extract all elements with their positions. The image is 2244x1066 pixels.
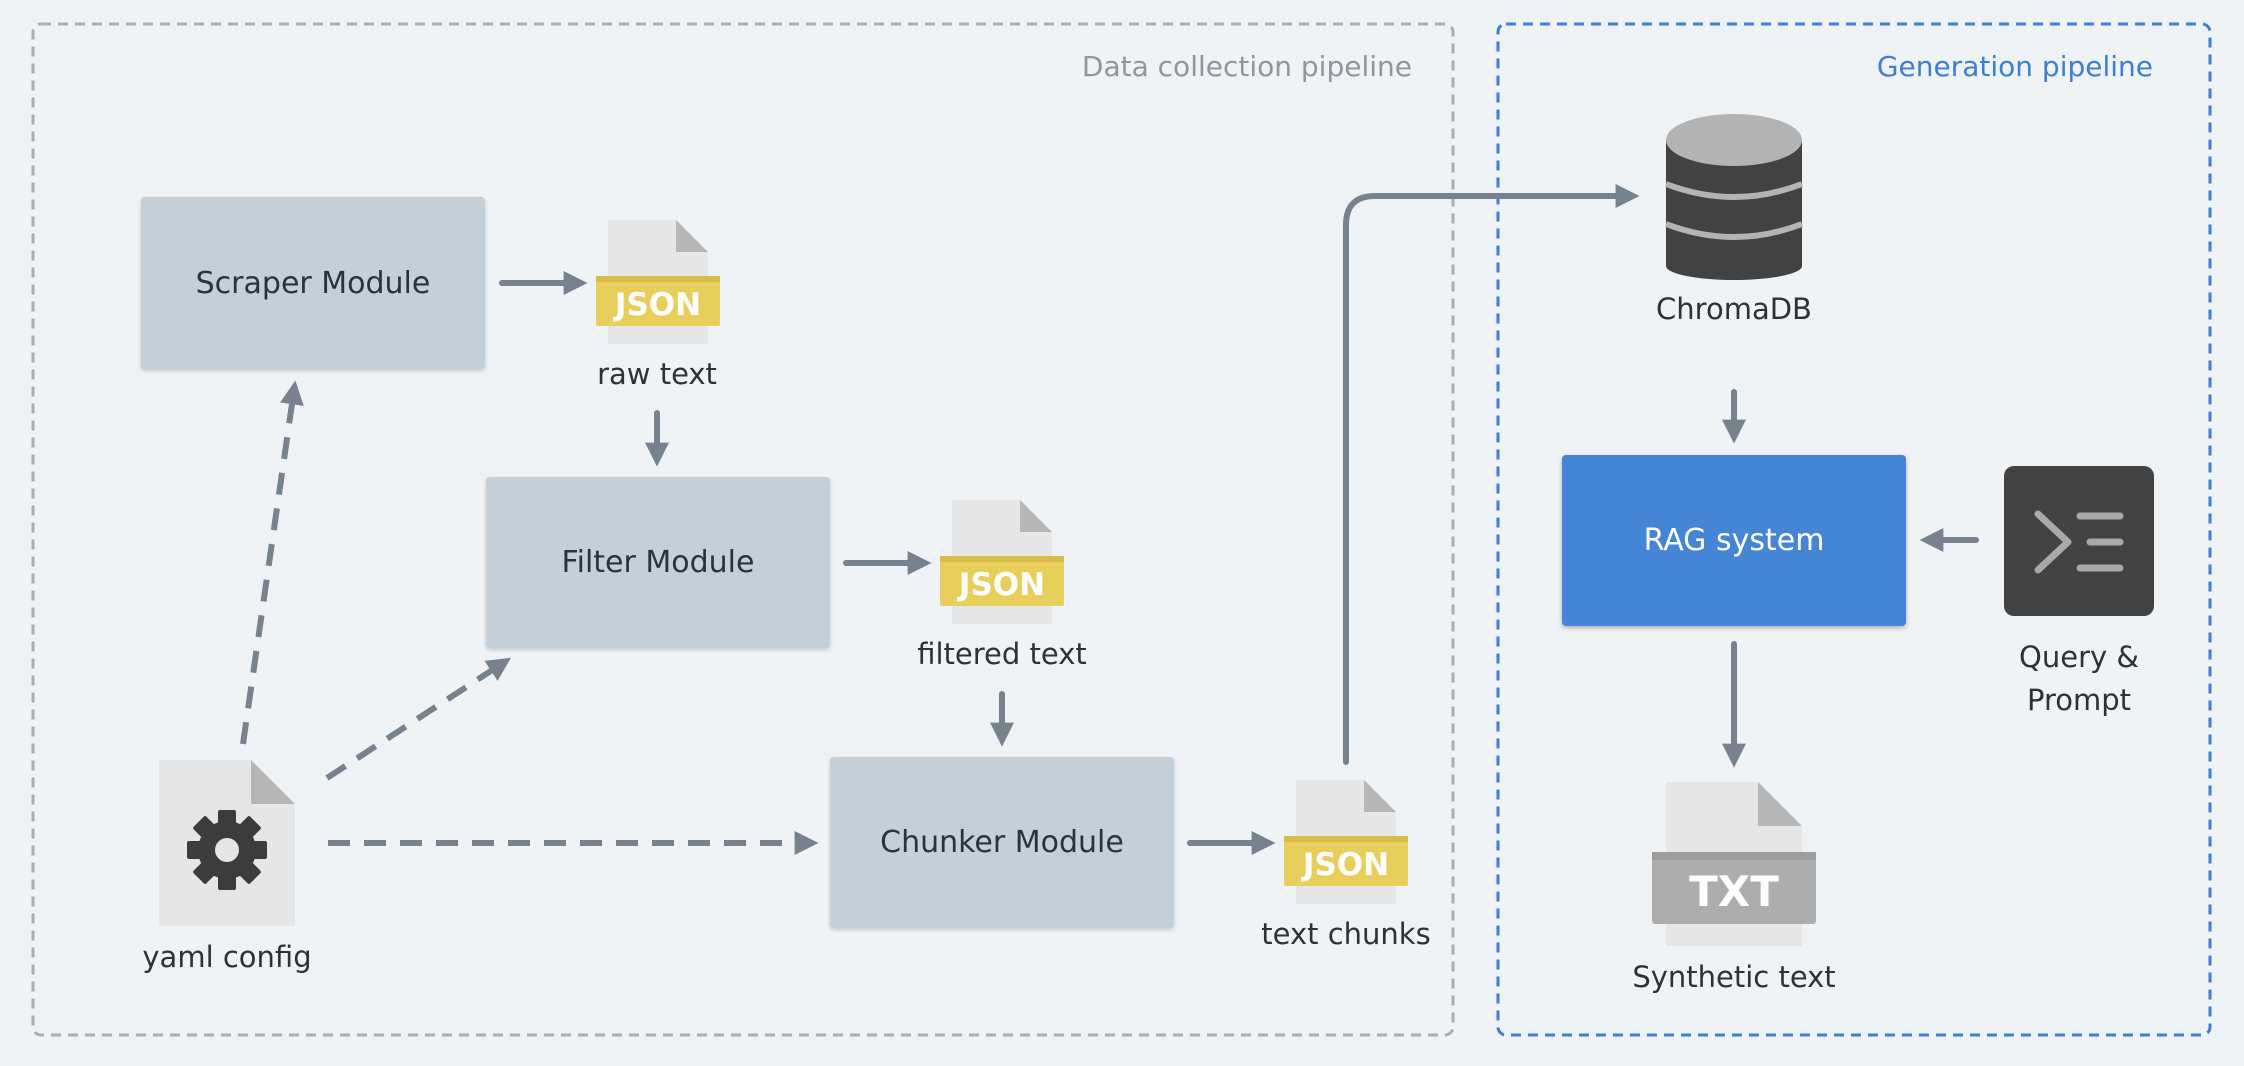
json-badge: JSON	[1301, 847, 1389, 883]
rag-system-module: RAG system	[1562, 455, 1906, 626]
generation-title: Generation pipeline	[1876, 50, 2153, 83]
query-prompt-label: Query & Prompt	[2019, 636, 2139, 722]
chunker-module: Chunker Module	[830, 757, 1174, 928]
database-icon	[1664, 114, 1804, 280]
gear-icon	[187, 810, 267, 890]
dashed-arrow-config-to-scraper	[240, 380, 304, 745]
dashed-arrow-config-to-filter	[325, 657, 512, 781]
query-label-line1: Query &	[2019, 640, 2139, 674]
synthetic-text-label: Synthetic text	[1632, 960, 1836, 994]
scraper-module: Scraper Module	[141, 197, 485, 369]
data-collection-region	[31, 22, 1455, 1037]
text-chunks-label: text chunks	[1261, 917, 1431, 951]
yaml-config-label: yaml config	[142, 940, 312, 974]
filter-module: Filter Module	[486, 477, 830, 648]
generation-region	[1496, 22, 2212, 1037]
terminal-icon	[2004, 466, 2154, 616]
txt-file-icon: TXT	[1652, 782, 1816, 946]
chromadb-label: ChromaDB	[1656, 292, 1812, 326]
json-file-icon: JSON	[1284, 780, 1408, 904]
filtered-text-label: filtered text	[917, 637, 1087, 671]
raw-text-label: raw text	[597, 357, 717, 391]
json-badge: JSON	[613, 287, 701, 323]
data-collection-title: Data collection pipeline	[1081, 50, 1412, 83]
query-label-line2: Prompt	[2026, 683, 2132, 717]
json-file-icon: JSON	[596, 220, 720, 344]
json-badge: JSON	[957, 567, 1045, 603]
txt-badge: TXT	[1689, 867, 1779, 916]
config-file-icon	[159, 760, 295, 926]
arrow-chunks-to-chromadb	[1343, 184, 1640, 765]
json-file-icon: JSON	[940, 500, 1064, 624]
